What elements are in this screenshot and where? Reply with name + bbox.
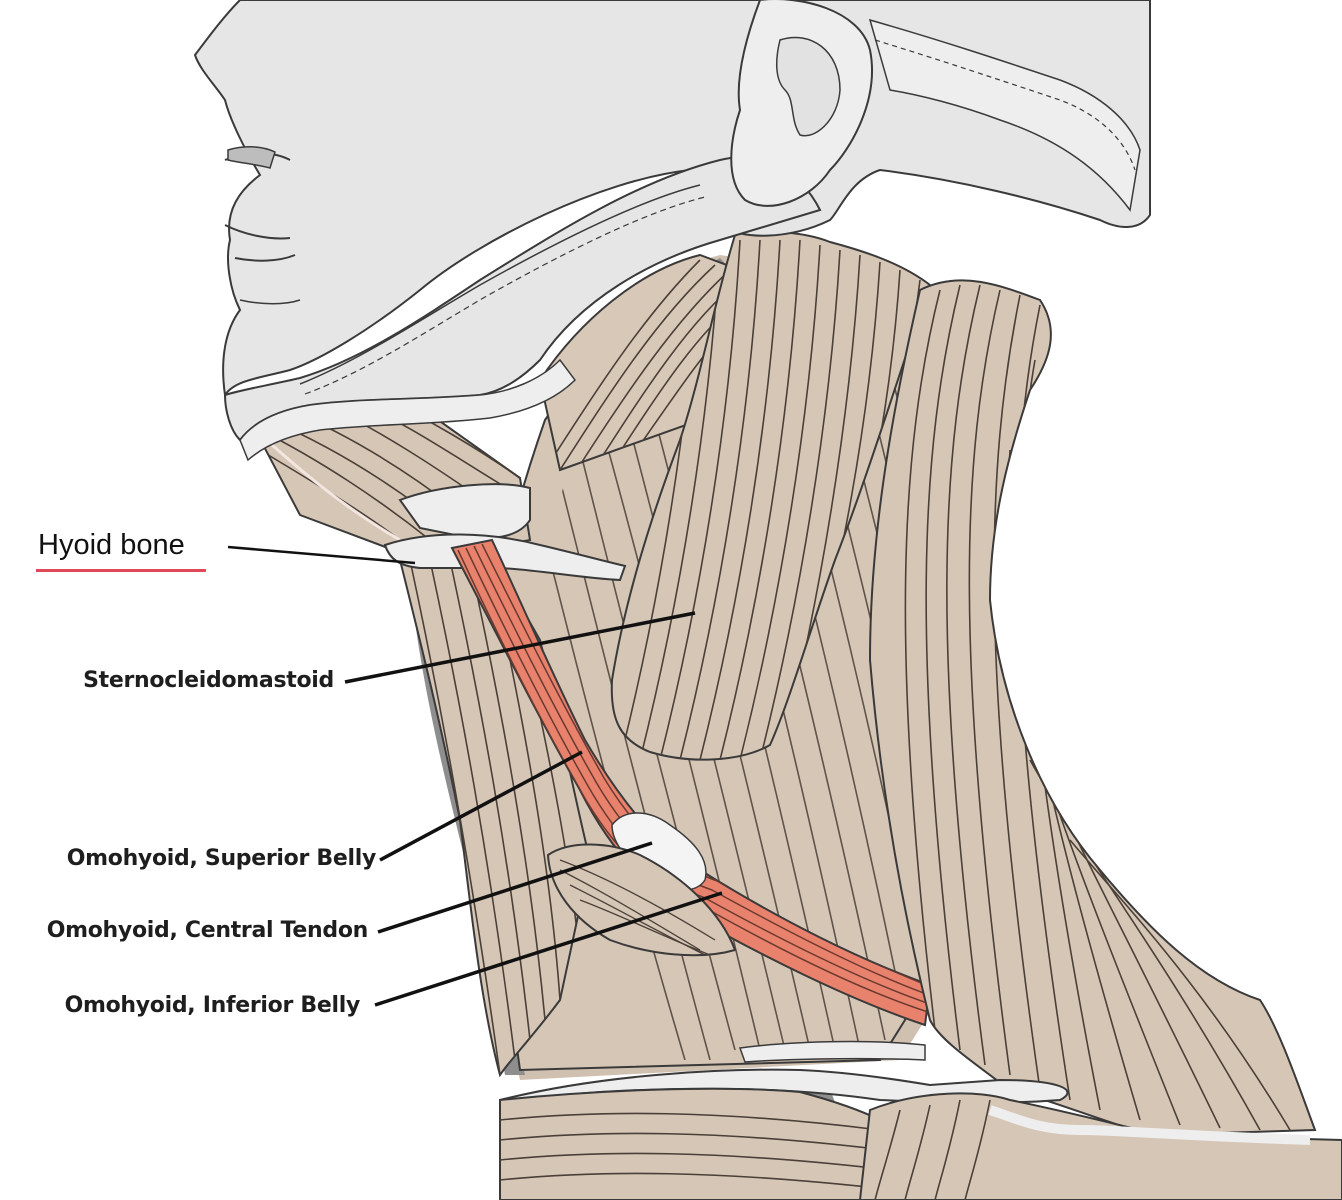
leader-line-sternocleidomastoid (344, 611, 696, 684)
leader-line-omohyoid-superior (379, 750, 583, 862)
omohyoid-inferior-belly-label: Omohyoid, Inferior Belly (64, 993, 361, 1018)
hyoid-bone-underline (36, 569, 206, 572)
leader-line-omohyoid-tendon (377, 841, 653, 934)
omohyoid-superior-belly-label: Omohyoid, Superior Belly (66, 846, 377, 871)
leader-line-omohyoid-inferior (374, 891, 723, 1007)
sternocleidomastoid-label: Sternocleidomastoid (83, 668, 334, 693)
leader-line-hyoid (227, 545, 416, 565)
hyoid-bone-label: Hyoid bone (38, 529, 185, 561)
leader-lines (227, 545, 723, 1007)
omohyoid-central-tendon-label: Omohyoid, Central Tendon (46, 918, 369, 943)
